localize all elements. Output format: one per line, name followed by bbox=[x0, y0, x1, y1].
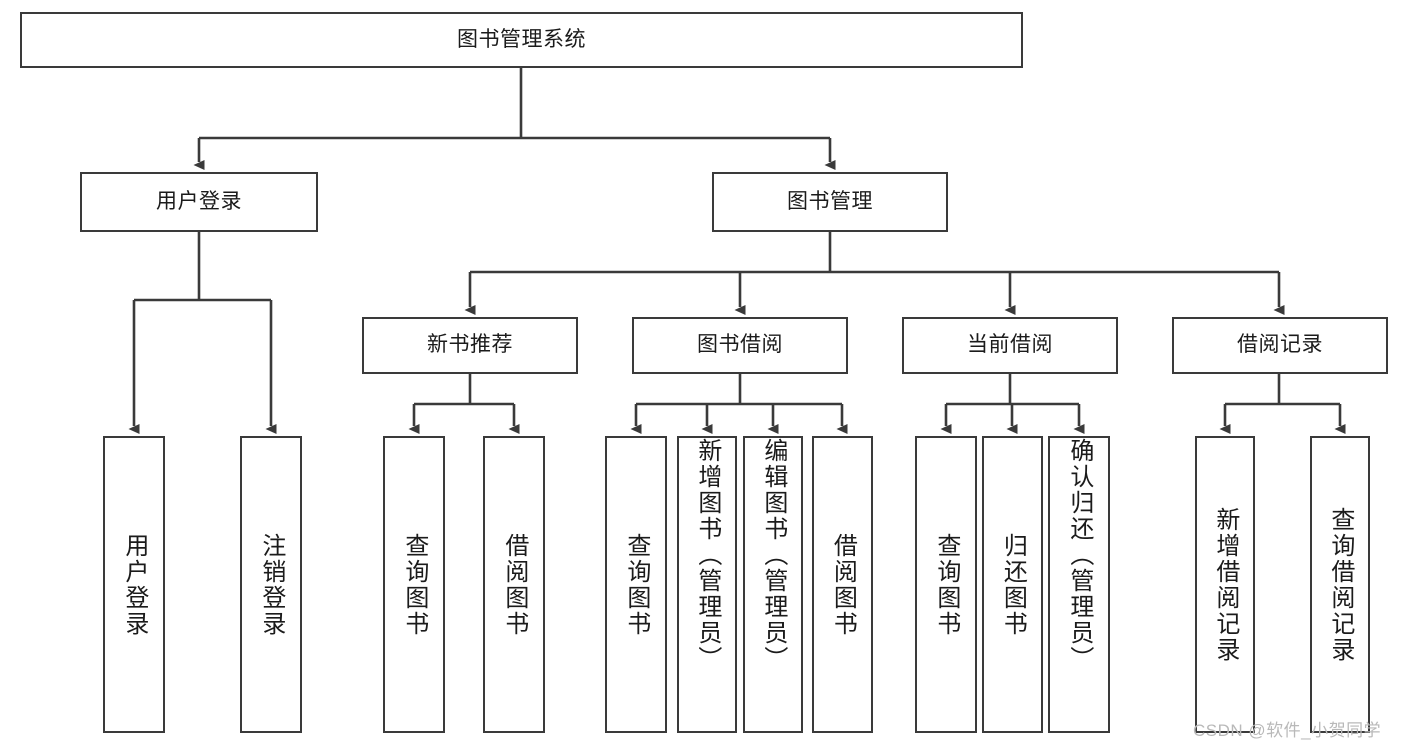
node-book-borrow[interactable]: 图书借阅 bbox=[632, 317, 848, 374]
watermark: CSDN @软件_小贺同学 bbox=[1193, 721, 1382, 740]
node-borrow-record[interactable]: 借阅记录 bbox=[1172, 317, 1388, 374]
node-user-login[interactable]: 用户登录 bbox=[80, 172, 318, 232]
node-leaf-edit-book-admin[interactable]: 编辑图书（管理员） bbox=[743, 436, 803, 733]
node-leaf-query-borrow-record[interactable]: 查询借阅记录 bbox=[1310, 436, 1370, 733]
node-leaf-return-book[interactable]: 归还图书 bbox=[982, 436, 1043, 733]
node-leaf-borrow-book[interactable]: 借阅图书 bbox=[812, 436, 873, 733]
node-leaf-query-book-borrow[interactable]: 查询图书 bbox=[605, 436, 667, 733]
node-root-label: 图书管理系统 bbox=[457, 27, 586, 51]
node-new-book-recommend-label: 新书推荐 bbox=[427, 333, 513, 357]
node-new-book-recommend[interactable]: 新书推荐 bbox=[362, 317, 578, 374]
node-leaf-add-borrow-record-label: 新增借阅记录 bbox=[1211, 506, 1239, 663]
node-leaf-query-book-current-label: 查询图书 bbox=[932, 532, 960, 637]
node-leaf-return-book-label: 归还图书 bbox=[999, 532, 1027, 637]
node-leaf-query-book-recommend[interactable]: 查询图书 bbox=[383, 436, 445, 733]
node-leaf-borrow-book-recommend[interactable]: 借阅图书 bbox=[483, 436, 545, 733]
node-leaf-query-book-borrow-label: 查询图书 bbox=[622, 532, 650, 637]
node-leaf-logout-label: 注销登录 bbox=[257, 532, 285, 637]
node-leaf-borrow-book-recommend-label: 借阅图书 bbox=[500, 532, 528, 637]
node-leaf-user-login-label: 用户登录 bbox=[120, 532, 148, 637]
node-book-borrow-label: 图书借阅 bbox=[697, 333, 783, 357]
node-leaf-user-login[interactable]: 用户登录 bbox=[103, 436, 165, 733]
node-leaf-add-book-admin-label: 新增图书（管理员） bbox=[693, 438, 721, 672]
node-leaf-edit-book-admin-label: 编辑图书（管理员） bbox=[759, 438, 787, 672]
node-user-login-label: 用户登录 bbox=[156, 189, 242, 213]
node-book-management[interactable]: 图书管理 bbox=[712, 172, 948, 232]
node-leaf-confirm-return-admin-label: 确认归还（管理员） bbox=[1065, 438, 1093, 672]
node-leaf-query-book-current[interactable]: 查询图书 bbox=[915, 436, 977, 733]
node-leaf-query-borrow-record-label: 查询借阅记录 bbox=[1326, 506, 1354, 663]
node-current-borrow-label: 当前借阅 bbox=[967, 333, 1053, 357]
node-leaf-confirm-return-admin[interactable]: 确认归还（管理员） bbox=[1048, 436, 1110, 733]
node-root[interactable]: 图书管理系统 bbox=[20, 12, 1023, 68]
node-current-borrow[interactable]: 当前借阅 bbox=[902, 317, 1118, 374]
node-leaf-query-book-recommend-label: 查询图书 bbox=[400, 532, 428, 637]
node-leaf-borrow-book-label: 借阅图书 bbox=[829, 532, 857, 637]
node-leaf-add-borrow-record[interactable]: 新增借阅记录 bbox=[1195, 436, 1255, 733]
node-leaf-add-book-admin[interactable]: 新增图书（管理员） bbox=[677, 436, 737, 733]
node-borrow-record-label: 借阅记录 bbox=[1237, 333, 1323, 357]
node-leaf-logout[interactable]: 注销登录 bbox=[240, 436, 302, 733]
node-book-management-label: 图书管理 bbox=[787, 189, 873, 213]
